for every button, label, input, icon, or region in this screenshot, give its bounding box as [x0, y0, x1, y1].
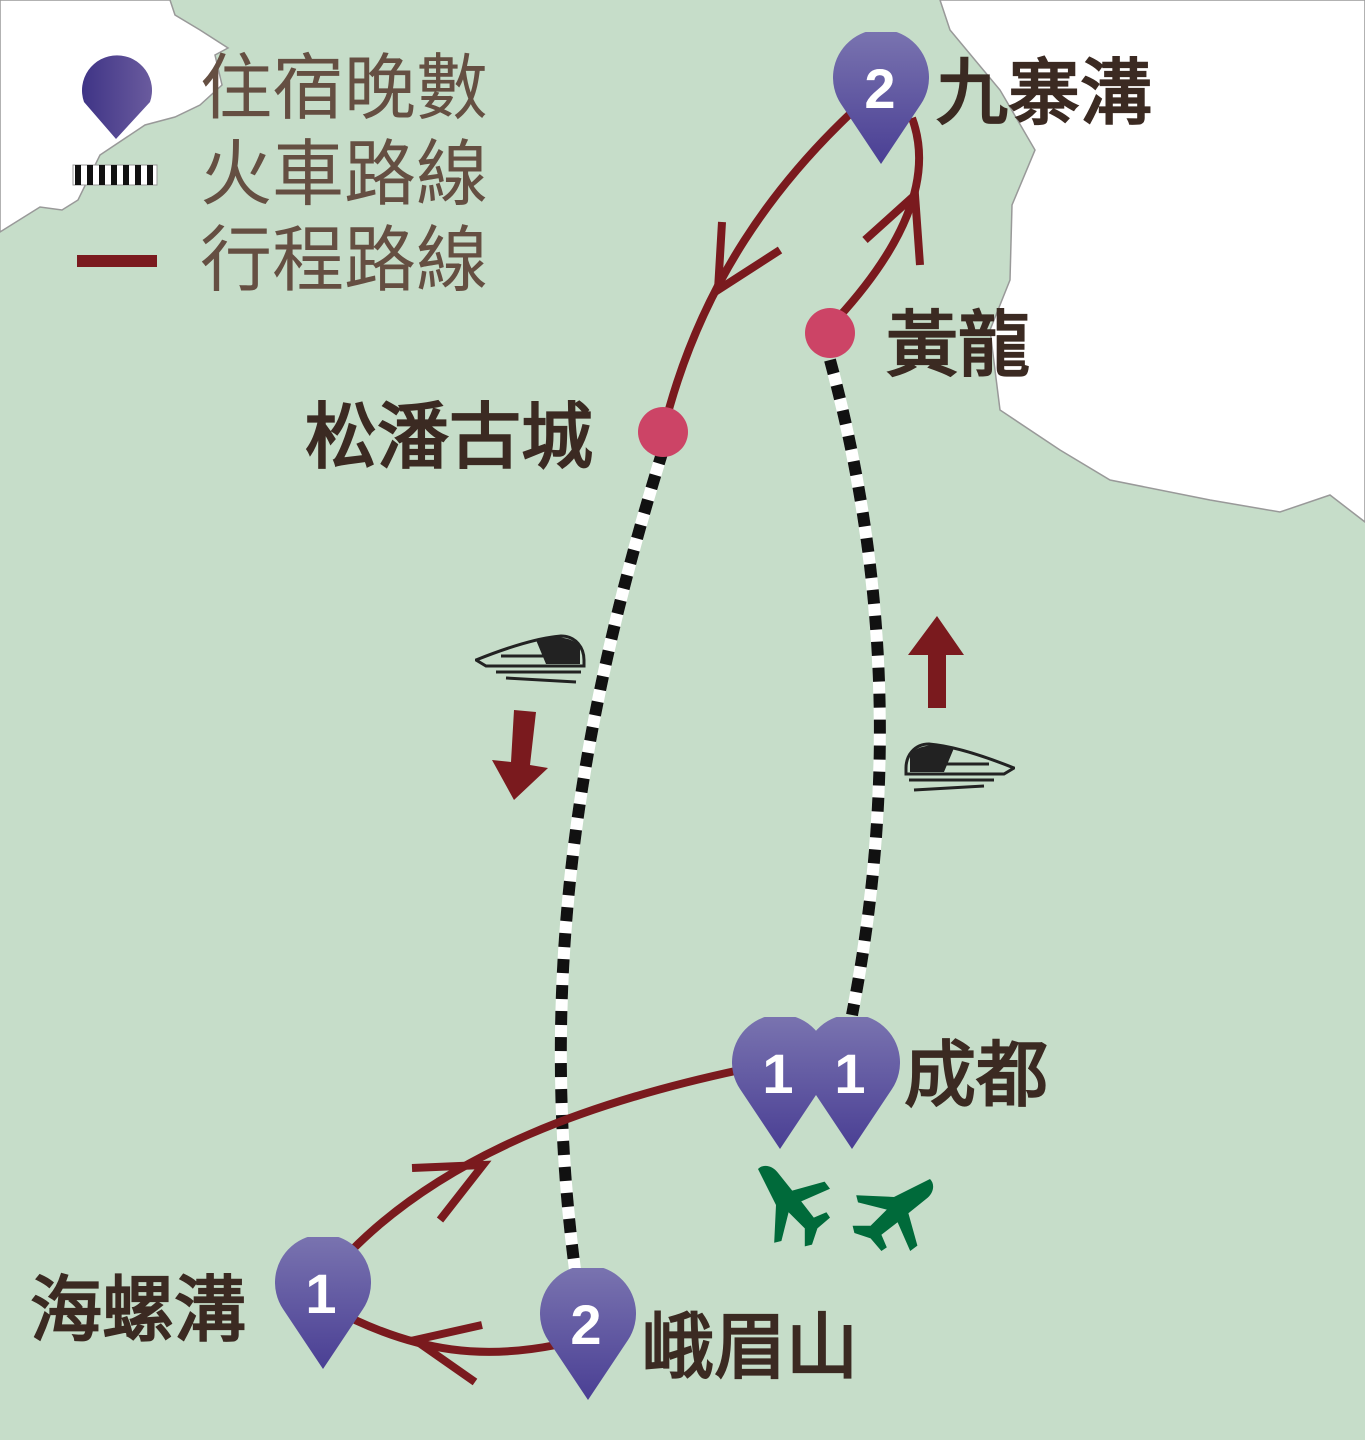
place-label-hailuogou: 海螺溝 — [30, 1268, 246, 1352]
pin-nights: 2 — [864, 57, 895, 120]
route-arrow — [713, 221, 783, 298]
route-arrow — [411, 1160, 492, 1223]
stop-dot-huanglong — [805, 308, 855, 358]
stop-dot-songpan — [638, 407, 688, 457]
legend-pin-label: 住宿晚數 — [200, 46, 488, 130]
pin-nights: 2 — [570, 1293, 601, 1356]
route-arrow — [862, 186, 924, 266]
place-label-emeishan: 峨眉山 — [642, 1305, 858, 1389]
legend-route-line-icon — [77, 255, 157, 267]
arrow-up-icon — [908, 616, 964, 708]
arrow-down-icon — [492, 710, 548, 800]
route-chengdu-hailuogou — [347, 1066, 741, 1255]
pin-nights: 1 — [762, 1042, 793, 1105]
place-label-jiuzhaigou: 九寨溝 — [936, 51, 1152, 135]
plane-icon — [758, 1165, 830, 1247]
pin-emeishan[interactable]: 2 — [540, 1265, 636, 1400]
train-icon — [475, 634, 586, 684]
plane-icon — [852, 1179, 934, 1251]
train-icon — [904, 742, 1015, 792]
pin-chengdu-first[interactable]: 1 — [732, 1014, 828, 1149]
train-line-huanglong-chengdu — [824, 358, 886, 1017]
route-emeishan-hailuogou — [353, 1316, 557, 1356]
place-label-huanglong: 黃龍 — [886, 303, 1030, 387]
pin-hailuogou[interactable]: 1 — [275, 1234, 371, 1369]
legend: 住宿晚數 火車路線 行程路線 — [72, 46, 488, 302]
legend-train-label: 火車路線 — [200, 132, 488, 216]
route-huanglong-jiuzhaigou — [835, 116, 924, 321]
legend-route-label: 行程路線 — [200, 218, 488, 302]
place-label-chengdu: 成都 — [904, 1033, 1048, 1117]
route-jiuzhaigou-songpan — [659, 109, 855, 433]
legend-pin-icon — [82, 55, 152, 139]
legend-train-line-icon — [72, 164, 158, 186]
pin-nights: 1 — [305, 1262, 336, 1325]
outside-region-east — [939, 0, 1365, 523]
train-line-songpan-emeishan — [554, 448, 669, 1271]
place-label-songpan: 松潘古城 — [305, 395, 593, 479]
pin-jiuzhaigou[interactable]: 2 — [833, 29, 929, 164]
pin-chengdu-second[interactable]: 1 — [804, 1014, 900, 1149]
route-arrow — [405, 1321, 483, 1386]
pin-nights: 1 — [834, 1042, 865, 1105]
